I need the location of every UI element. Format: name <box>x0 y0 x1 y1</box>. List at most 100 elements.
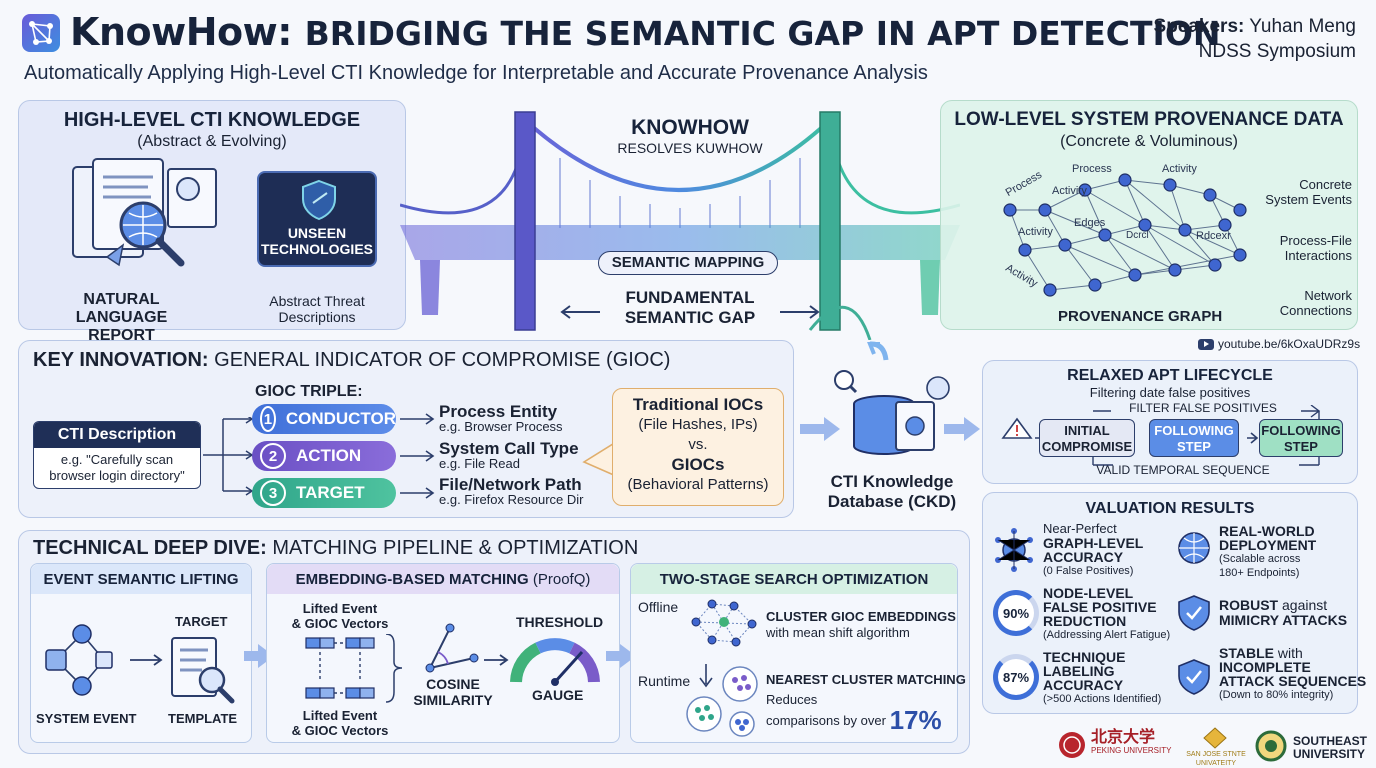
report-label: NATURAL LANGUAGE REPORT <box>39 291 204 345</box>
cti-subtitle: (Abstract & Evolving) <box>137 133 287 150</box>
cti-knowledge-panel: HIGH-LEVEL CTI KNOWLEDGE (Abstract & Evo… <box>18 100 406 344</box>
unseen-technologies-card: UNSEEN TECHNOLOGIES <box>257 171 377 267</box>
r4-a: ROBUST <box>1219 597 1279 613</box>
nearest-cluster-text: NEAREST CLUSTER MATCHING Reduces compari… <box>766 672 966 733</box>
gauge-label: GAUGE <box>532 687 584 703</box>
globe-icon <box>1178 532 1210 564</box>
step-following-2-line2: STEP <box>1284 439 1318 454</box>
ckd-line1: CTI Knowledge <box>830 472 954 491</box>
conductor-label: CONDUCTOR <box>285 409 396 428</box>
shield-check-icon-2 <box>1178 659 1210 695</box>
fp-reduction-ring: 90% <box>993 590 1039 636</box>
step-following-1-line2: STEP <box>1177 439 1211 454</box>
provenance-title: LOW-LEVEL SYSTEM PROVENANCE DATA <box>954 109 1344 130</box>
seu-line2: UNIVERSITY <box>1293 747 1366 761</box>
sjsu-seal-icon <box>1203 727 1227 749</box>
lifecycle-title: RELAXED APT LIFECYCLE <box>1067 367 1273 384</box>
report-label-line2: REPORT <box>88 327 155 344</box>
cti-example-line1: e.g. "Carefully scan <box>60 452 174 467</box>
report-label-line1: NATURAL LANGUAGE <box>75 291 168 326</box>
side-1a: Concrete <box>1299 177 1352 192</box>
pku-seal-icon <box>1059 732 1085 758</box>
side-label-network: Network Connections <box>1280 288 1352 318</box>
cti-example-line2: browser login directory" <box>49 468 185 483</box>
side-2b: Interactions <box>1284 248 1352 263</box>
r6-a2: with <box>1277 645 1303 661</box>
step-following-2: FOLLOWING STEP <box>1259 419 1343 457</box>
r4-a2: against <box>1282 597 1328 613</box>
r6-b: INCOMPLETE <box>1219 659 1311 675</box>
youtube-link[interactable]: youtube.be/6kOxaUDRz9s <box>1198 337 1360 351</box>
seu-seal-icon <box>1255 730 1287 762</box>
page-subtitle: Automatically Applying High-Level CTI Kn… <box>24 62 928 84</box>
step-following-1-line1: FOLLOWING <box>1154 423 1234 438</box>
speakers-label: Speakers: <box>1153 16 1245 37</box>
side-label-interactions: Process-File Interactions <box>1280 233 1352 263</box>
side-3b: Connections <box>1279 303 1352 318</box>
event-lifting-title: EVENT SEMANTIC LIFTING <box>31 564 251 594</box>
gioc-action-chip: 2 ACTION <box>252 441 396 471</box>
ckd-in-arrow-icon <box>824 417 840 441</box>
threshold-label: THRESHOLD <box>516 614 604 630</box>
gioc-conductor-chip: 1 CONDUCTOR <box>252 404 396 434</box>
action-example: e.g. File Read <box>439 456 520 471</box>
key-title-rest: GENERAL INDICATOR OF COMPROMISE (GIOC) <box>214 349 671 371</box>
graph-label-process-1: Process <box>1072 163 1112 175</box>
pku-en: PEKING UNIVERSITY <box>1091 746 1172 755</box>
gauge-icon <box>510 638 600 686</box>
target-example: e.g. Firefox Resource Dir <box>439 492 584 507</box>
cluster-matching-icon <box>686 664 758 737</box>
system-event-graph-icon <box>45 624 113 696</box>
graph-label-activity-1: Activity <box>1162 163 1197 175</box>
title-brand: KnowHow: <box>70 10 292 54</box>
pku-name: 北京大学 PEKING UNIVERSITY <box>1091 727 1172 758</box>
triple-brackets <box>203 417 253 496</box>
step-initial-line2: COMPROMISE <box>1041 439 1133 454</box>
r1-b: ACCURACY <box>1043 549 1124 565</box>
result-stable: STABLE with INCOMPLETE ATTACK SEQUENCES … <box>1219 646 1366 702</box>
shield-check-icon <box>1178 595 1210 631</box>
report-document-icon <box>72 158 217 267</box>
provenance-graph-label: PROVENANCE GRAPH <box>1058 308 1223 325</box>
results-panel: VALUATION RESULTS <box>982 492 1358 714</box>
r3-note: (Addressing Alert Fatigue) <box>1043 629 1171 641</box>
template-label: TEMPLATE <box>168 711 238 726</box>
cosine-to-gauge-arrow <box>484 654 509 666</box>
r3-b: FALSE POSITIVE <box>1043 599 1157 615</box>
r5-b: LABELING <box>1043 663 1115 679</box>
pku-cn: 北京大学 <box>1091 727 1156 746</box>
lifted-vectors-top: Lifted Event & GIOC Vectors <box>282 601 398 631</box>
versus-label: vs. <box>688 436 708 453</box>
network-sphere-icon <box>995 528 1033 572</box>
ckd-out-arrow-icon <box>964 417 980 441</box>
template-document-icon <box>171 637 235 704</box>
side-2a: Process-File <box>1279 233 1352 248</box>
r5-c: ACCURACY <box>1043 677 1124 693</box>
gap-line2: SEMANTIC GAP <box>624 308 756 327</box>
lifted-2a: Lifted Event <box>302 708 378 723</box>
ckd-label: CTI Knowledge Database (CKD) <box>812 472 972 512</box>
giocs-examples: (Behavioral Patterns) <box>627 476 769 493</box>
r2-b: DEPLOYMENT <box>1219 537 1317 553</box>
unseen-line2: TECHNOLOGIES <box>260 241 373 257</box>
shield-icon <box>302 179 336 221</box>
seu-line1: SOUTHEAST <box>1293 734 1368 748</box>
action-num: 2 <box>260 443 286 469</box>
runtime-label: Runtime <box>638 673 691 689</box>
step-initial-line1: INITIAL <box>1064 423 1110 438</box>
cti-description-title: CTI Description <box>34 422 200 448</box>
side-1b: System Events <box>1265 192 1352 207</box>
lifecycle-panel: RELAXED APT LIFECYCLE Filtering date fal… <box>982 360 1358 484</box>
action-entity: System Call Type <box>439 439 579 458</box>
action-detail: System Call Type e.g. File Read <box>439 439 579 471</box>
result-technique: TECHNIQUE LABELING ACCURACY (>500 Action… <box>1043 650 1161 706</box>
graph-label-dcrcl: Dcrcl <box>1126 230 1149 241</box>
conductor-detail: Process Entity e.g. Browser Process <box>439 403 563 434</box>
bridge-illustration <box>400 111 960 340</box>
r1-pre: Near-Perfect <box>1043 521 1117 536</box>
reduces-line2: comparisons by over <box>766 713 886 728</box>
pipeline-arrow-2-body <box>606 651 622 661</box>
result-robust: ROBUST against MIMICRY ATTACKS <box>1219 598 1347 628</box>
lifted-1b: & GIOC Vectors <box>291 616 389 631</box>
step-following-2-line1: FOLLOWING <box>1261 423 1341 438</box>
